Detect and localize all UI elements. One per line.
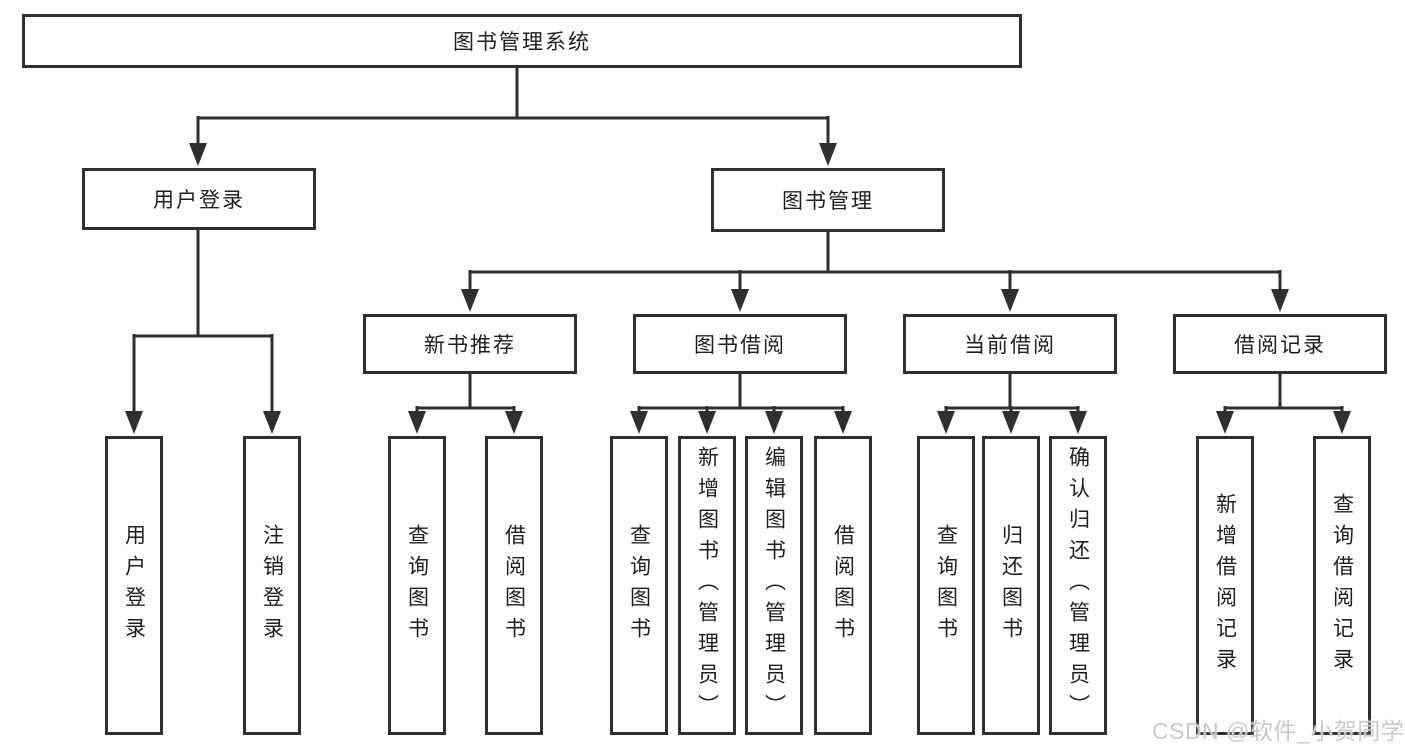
node-new-book-recommend: 新书推荐 — [363, 314, 577, 374]
connector-records-to-leaves — [1216, 374, 1351, 434]
node-current-borrow: 当前借阅 — [903, 314, 1117, 374]
node-root-library-system: 图书管理系统 — [22, 14, 1022, 68]
leaf-return-books: 归还图书 — [982, 436, 1040, 735]
connector-borrow-to-leaves — [630, 374, 852, 434]
connector-mgmt-to-level3 — [461, 232, 1289, 312]
leaf-borrow-query-books: 查询图书 — [610, 436, 668, 735]
leaf-add-books-admin: 新增图书（管理员） — [678, 436, 736, 735]
leaf-recommend-query-books: 查询图书 — [388, 436, 446, 735]
node-book-borrow: 图书借阅 — [633, 314, 847, 374]
connector-root-to-level2 — [189, 68, 837, 166]
leaf-edit-books-admin: 编辑图书（管理员） — [745, 436, 803, 735]
leaf-borrow-books: 借阅图书 — [814, 436, 872, 735]
leaf-query-borrow-record: 查询借阅记录 — [1313, 436, 1371, 735]
leaf-logout: 注销登录 — [243, 436, 301, 735]
csdn-watermark: CSDN @软件_小贺同学 — [1152, 718, 1405, 744]
leaf-recommend-borrow-books: 借阅图书 — [485, 436, 543, 735]
connector-recommend-to-leaves — [408, 374, 523, 434]
leaf-add-borrow-record: 新增借阅记录 — [1196, 436, 1254, 735]
leaf-user-login: 用户登录 — [105, 436, 163, 735]
node-book-management: 图书管理 — [711, 168, 945, 232]
connector-login-to-leaves — [125, 230, 281, 434]
connector-current-to-leaves — [937, 374, 1087, 434]
node-borrow-records: 借阅记录 — [1173, 314, 1387, 374]
leaf-confirm-return-admin: 确认归还（管理员） — [1049, 436, 1107, 735]
node-user-login: 用户登录 — [82, 168, 316, 230]
leaf-current-query-books: 查询图书 — [917, 436, 975, 735]
